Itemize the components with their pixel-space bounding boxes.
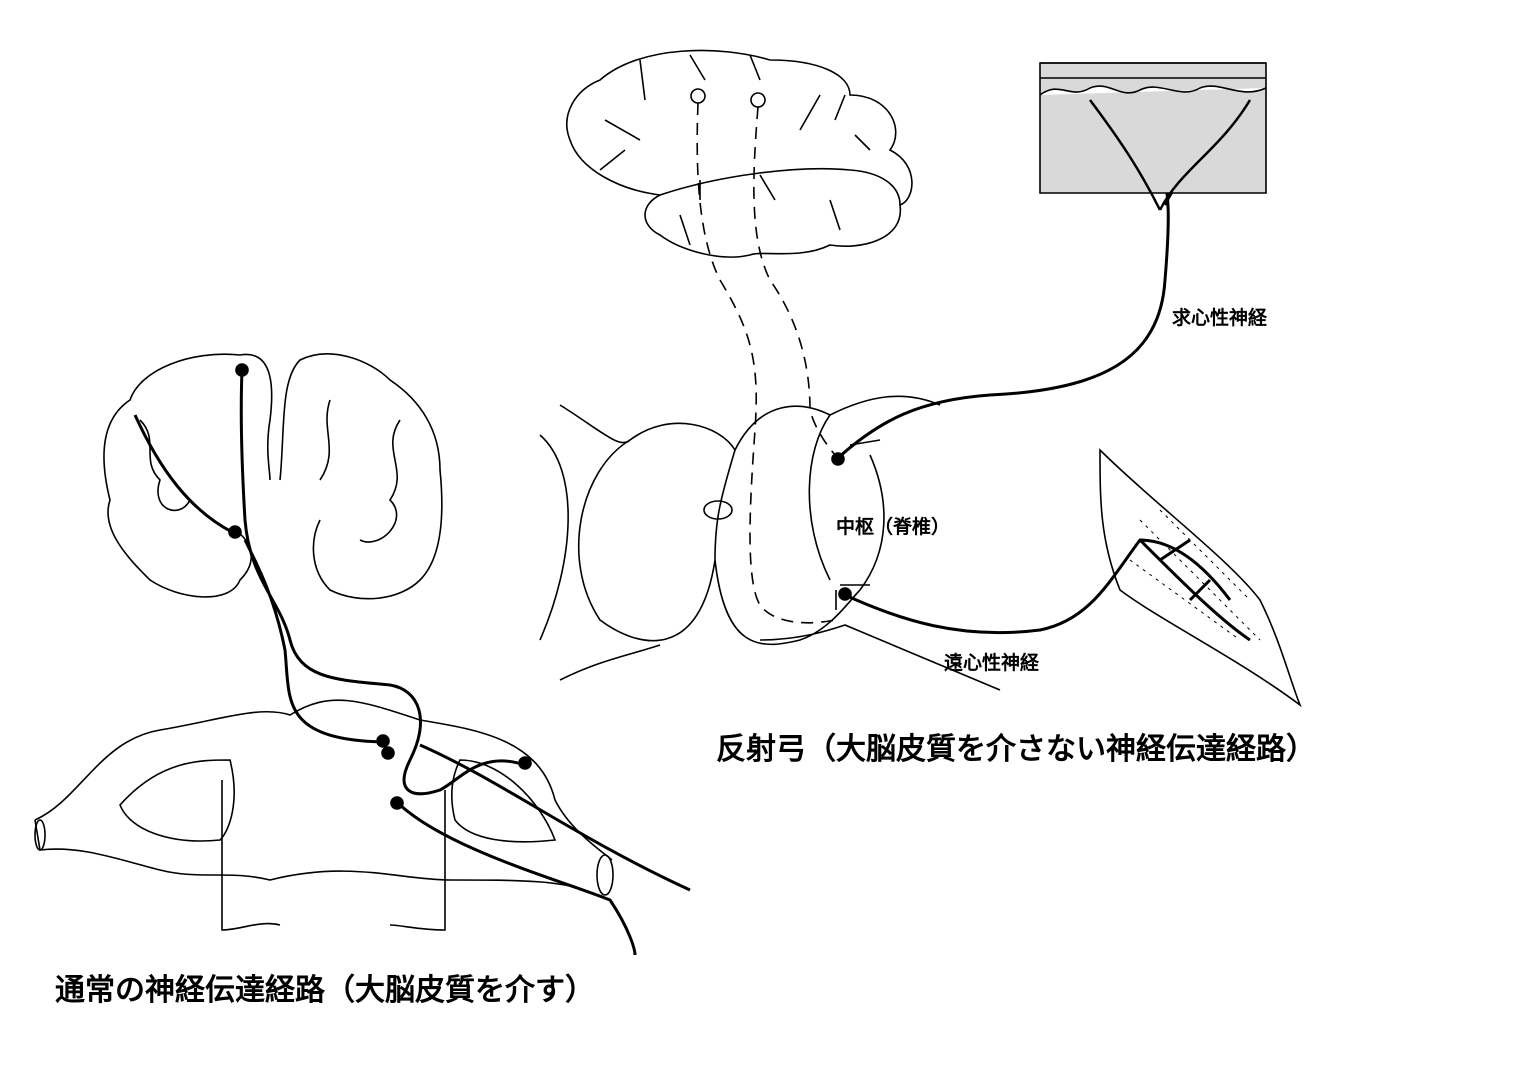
- afferent-nerve-label: 求心性神経: [1172, 307, 1268, 329]
- efferent-nerve-line: [845, 540, 1250, 640]
- normal-pathway-title: 通常の神経伝達経路（大脳皮質を介す）: [55, 973, 595, 1008]
- efferent-nerve-label: 遠心性神経: [944, 652, 1040, 674]
- muscle: [1100, 450, 1300, 705]
- spinal-cord-section: [540, 396, 1000, 690]
- brain-lateral: [567, 50, 912, 257]
- center-spine-label: 中枢（脊椎）: [836, 516, 951, 538]
- skin-section: [1040, 63, 1266, 210]
- reflex-arc-title: 反射弓（大脳皮質を介さない神経伝達経路）: [716, 732, 1316, 767]
- brain-coronal: [104, 354, 442, 599]
- normal-pathway-nerve: [135, 370, 690, 955]
- spinal-cord-section-left: [35, 700, 613, 930]
